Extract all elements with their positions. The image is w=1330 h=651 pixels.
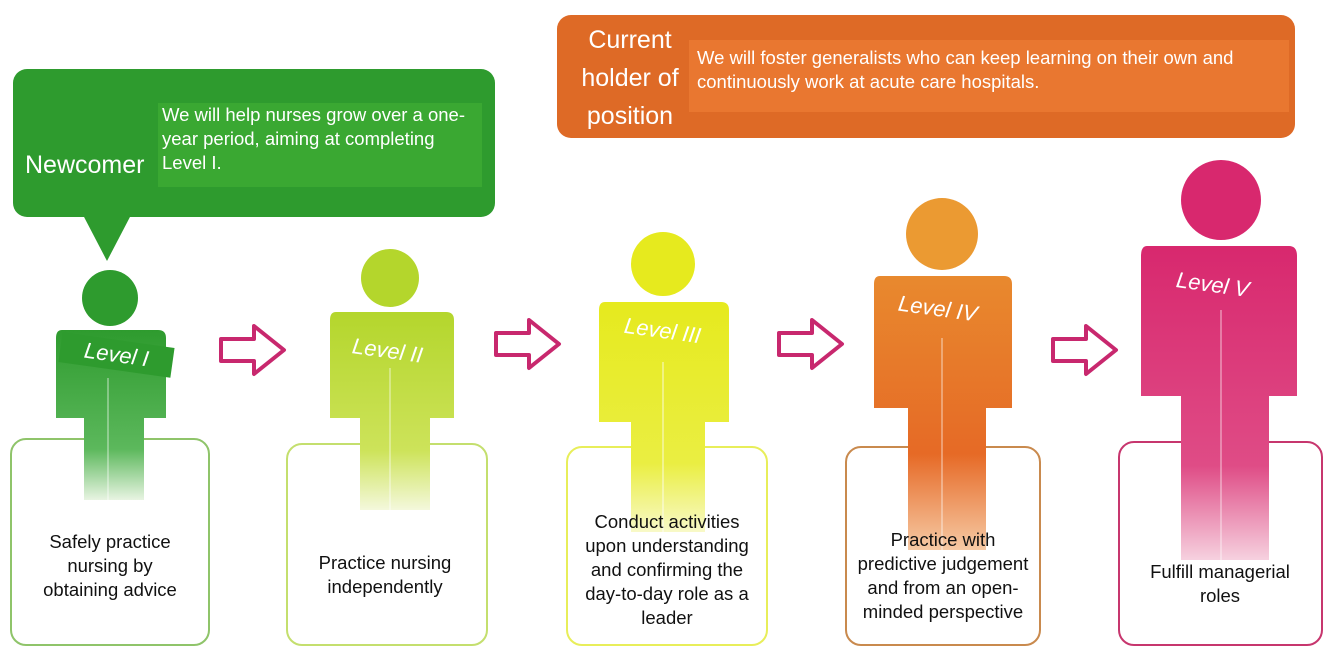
- current-holder-description: We will foster generalists who can keep …: [689, 40, 1289, 112]
- person-icon-level-4: [866, 198, 1016, 550]
- person-icon-level-1: [48, 268, 173, 500]
- level-5-description: Fulfill managerial roles: [1150, 561, 1290, 606]
- current-holder-heading: Current holder of position: [581, 26, 679, 130]
- person-icon-level-5: [1133, 160, 1303, 560]
- current-holder-bubble: Current holder of position We will foste…: [557, 15, 1295, 138]
- level-1-description: Safely practice nursing by obtaining adv…: [43, 531, 177, 600]
- level-4-description: Practice with predictive judgement and f…: [857, 529, 1029, 622]
- level-3-description: Conduct activities upon understanding an…: [585, 511, 749, 628]
- newcomer-description: We will help nurses grow over a one-year…: [158, 103, 482, 187]
- bubble-tail: [83, 215, 131, 261]
- arrow-right-icon: [776, 316, 846, 377]
- arrow-right-icon: [1050, 322, 1120, 383]
- person-icon-level-3: [593, 232, 733, 532]
- person-icon-level-2: [322, 248, 462, 510]
- level-2-description: Practice nursing independently: [318, 552, 452, 597]
- newcomer-heading: Newcomer: [25, 151, 145, 179]
- arrow-right-icon: [493, 316, 563, 377]
- newcomer-bubble: Newcomer We will help nurses grow over a…: [13, 69, 495, 261]
- arrow-right-icon: [218, 322, 288, 383]
